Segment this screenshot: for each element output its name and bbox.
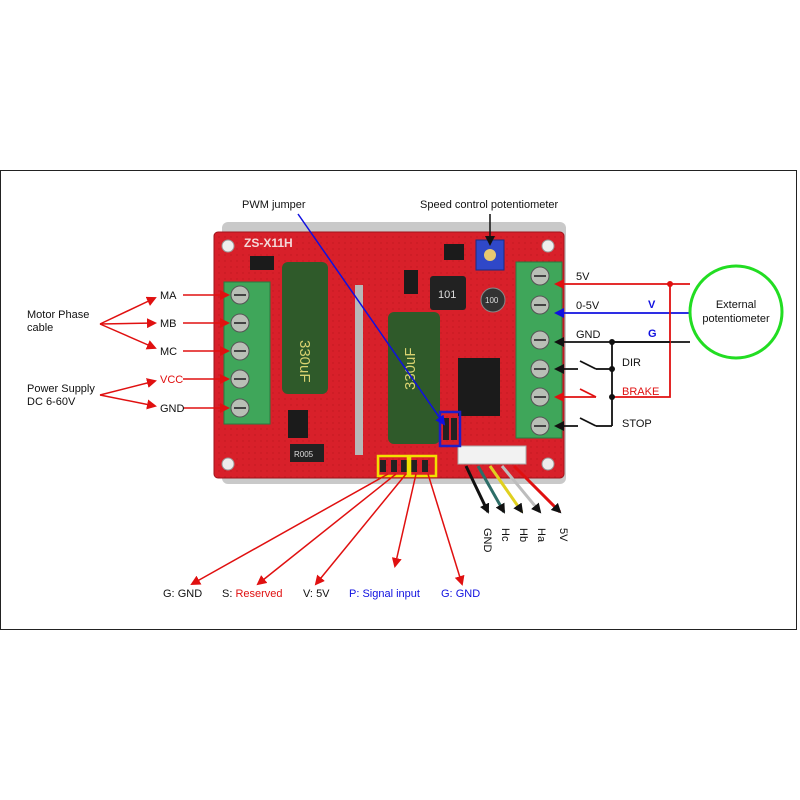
small-cap-label: 100 [485, 296, 499, 305]
header-pin-label-3: P: Signal input [349, 588, 420, 600]
pwm-jumper-callout: PWM jumper [242, 199, 306, 211]
header-pin-arrow [427, 473, 465, 586]
motor-phase-arrow [99, 323, 157, 350]
external-pot-label-2: potentiometer [702, 313, 770, 325]
terminal-label-vcc: VCC [160, 374, 183, 386]
hall-wire-hc [476, 465, 506, 514]
svg-text:330uF: 330uF [402, 347, 419, 390]
header-pin-label-1: S: Reserved [222, 588, 283, 600]
motor-phase-arrow [99, 296, 157, 325]
right-terminal-block [515, 261, 563, 439]
wire-v-label: V [648, 299, 656, 311]
motor-phase-label: Motor Phase [27, 309, 89, 321]
terminal-label-stop: STOP [622, 418, 652, 430]
hall-label-ha: Ha [535, 528, 547, 543]
speed-pot-callout: Speed control potentiometer [420, 199, 559, 211]
motor-phase-arrow [99, 318, 157, 329]
hall-connector [457, 445, 527, 465]
header-pin-arrow [190, 473, 389, 585]
power-arrow [99, 378, 157, 396]
terminal-label-05v: 0-5V [576, 300, 600, 312]
controller-board: ZS-X11H 330uF 330uF 101 100 [213, 222, 566, 484]
terminal-label-mb: MB [160, 318, 177, 330]
hall-wire-hb [488, 465, 524, 514]
header-highlight-right [408, 454, 438, 478]
terminal-label-5v: 5V [576, 271, 590, 283]
hall-wire-5v [512, 464, 562, 514]
terminal-label-dir: DIR [622, 357, 641, 369]
motor-phase-label-2: cable [27, 322, 53, 334]
hall-label-gnd: GND [481, 528, 493, 553]
hall-label-hc: Hc [499, 528, 511, 542]
header-pin-arrow [391, 473, 417, 568]
hall-wire-ha [500, 465, 542, 514]
header-pin-label-0: G: GND [163, 588, 202, 600]
capacitor-left: 330uF [282, 262, 328, 394]
terminal-label-ma: MA [160, 290, 177, 302]
power-supply-label-2: DC 6-60V [27, 396, 76, 408]
resistor-label: R005 [294, 450, 314, 459]
capacitor-right: 330uF [388, 312, 440, 444]
pwm-jumper-highlight [438, 410, 462, 448]
terminal-label-mc: MC [160, 346, 177, 358]
terminal-label-brake: BRAKE [622, 386, 659, 398]
header-pin-label-4: G: GND [441, 588, 480, 600]
board-model-label: ZS-X11H [244, 236, 293, 250]
external-potentiometer [688, 264, 784, 360]
power-arrow [99, 394, 157, 410]
hall-label-hb: Hb [517, 528, 529, 542]
external-pot-label: External [716, 299, 756, 311]
header-pin-label-2: V: 5V [303, 588, 330, 600]
terminal-label-gnd: GND [576, 329, 601, 341]
hall-label-5v: 5V [557, 528, 569, 542]
svg-text:330uF: 330uF [296, 340, 313, 383]
inductor-label: 101 [438, 289, 456, 301]
header-pin-arrow [256, 473, 397, 586]
wire-g-label: G [648, 328, 657, 340]
terminal-label-gnd: GND [160, 403, 185, 415]
power-supply-label: Power Supply [27, 383, 95, 395]
header-pin-arrow [314, 473, 407, 586]
hall-wire-gnd [464, 465, 490, 514]
